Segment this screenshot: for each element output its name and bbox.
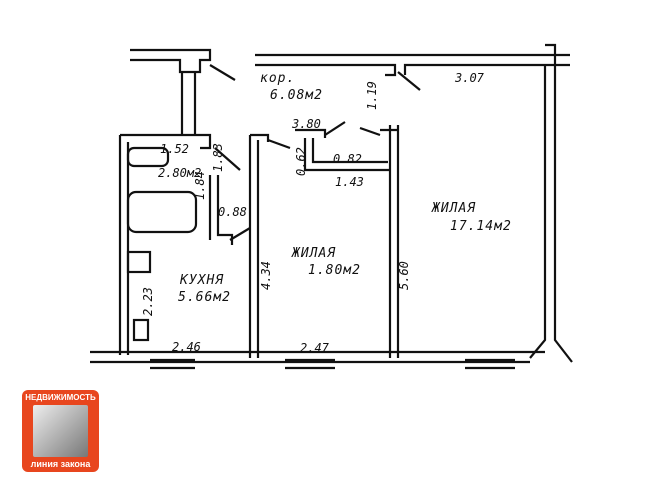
kitchen-name: КУХНЯ [179, 273, 224, 288]
living-large-area: 17.14м2 [450, 219, 512, 234]
dim-label: 1.84 [193, 171, 207, 200]
living-small-area: 1.80м2 [308, 263, 361, 278]
living-large-name: ЖИЛАЯ [431, 201, 476, 216]
dim-label: 1.83 [211, 143, 225, 172]
dim-label: 2.23 [141, 287, 155, 316]
dim-label: 2.47 [300, 341, 330, 355]
dim-label: 3.80 [291, 117, 321, 131]
dim-label: 2.46 [172, 340, 201, 354]
dim-label: 0.62 [294, 147, 308, 176]
dim-label: 0.88 [218, 205, 247, 219]
column-capital-icon [33, 405, 88, 457]
logo-top-text: НЕДВИЖИМОСТЬ [25, 393, 96, 402]
dim-label: 3.07 [454, 71, 485, 85]
logo: НЕДВИЖИМОСТЬ линия закона [22, 390, 99, 472]
dim-label: 5.60 [397, 261, 411, 290]
dim-label: 0.82 [333, 152, 362, 166]
corridor-name: кор. [260, 71, 295, 86]
walls [90, 43, 573, 370]
bath-area: 2.80м2 [158, 166, 201, 180]
kitchen-area: 5.66м2 [178, 290, 231, 305]
living-small-name: ЖИЛАЯ [291, 246, 336, 261]
dim-label: 1.19 [365, 81, 379, 110]
logo-bottom-text: линия закона [30, 459, 91, 469]
dim-label: 1.52 [160, 142, 189, 156]
dim-label: 1.43 [335, 175, 364, 189]
dim-label: 4.34 [259, 261, 273, 290]
corridor-area: 6.08м2 [270, 88, 323, 103]
